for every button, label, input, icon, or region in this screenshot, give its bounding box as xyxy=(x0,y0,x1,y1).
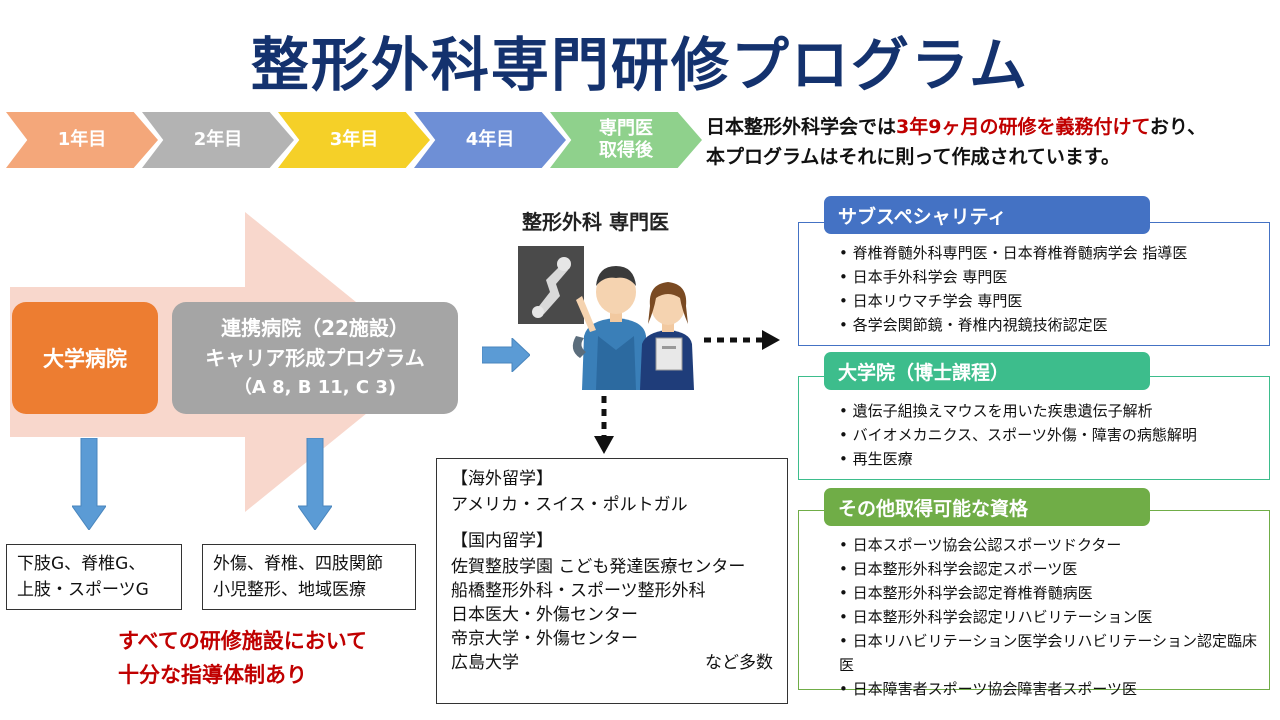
affiliated-hospitals-box: 連携病院（22施設） キャリア形成プログラム （A 8, B 11, C 3) xyxy=(172,302,458,414)
supervision-note: すべての研修施設において 十分な指導体制あり xyxy=(118,624,367,692)
graduate-school-item: 再生医療 xyxy=(839,447,1269,471)
affiliated-line3: （A 8, B 11, C 3) xyxy=(233,377,397,398)
qualification-item: 日本障害者スポーツ協会障害者スポーツ医 xyxy=(839,677,1269,701)
affiliated-fields-line2: 小児整形、地域医療 xyxy=(213,580,366,600)
timeline-year-4: 4年目 xyxy=(414,112,566,168)
timeline-year-3: 3年目 xyxy=(278,112,430,168)
intro-line2: 本プログラムはそれに則って作成されています。 xyxy=(706,146,1121,168)
supervision-note-line2: 十分な指導体制あり xyxy=(118,663,307,687)
domestic-item: 帝京大学・外傷センター xyxy=(451,629,638,649)
domestic-heading: 【国内留学】 xyxy=(451,531,553,551)
intro-highlight: 3年9ヶ月の研修を義務付けて xyxy=(896,116,1150,138)
study-box: 【海外留学】 アメリカ・スイス・ポルトガル 【国内留学】 佐賀整肢学園 こども発… xyxy=(436,458,788,704)
university-fields-line2: 上肢・スポーツG xyxy=(17,580,149,600)
affiliated-fields-box: 外傷、脊椎、四肢関節 小児整形、地域医療 xyxy=(202,544,416,610)
right-arrow-to-specialist xyxy=(482,338,530,372)
intro-text: 日本整形外科学会では3年9ヶ月の研修を義務付けており、 本プログラムはそれに則っ… xyxy=(706,112,1276,172)
qualification-item: 日本整形外科学会認定脊椎脊髄病医 xyxy=(839,581,1269,605)
page-title: 整形外科専門研修プログラム xyxy=(250,31,1030,99)
subspecialty-item: 日本手外科学会 専門医 xyxy=(839,265,1269,289)
graduate-school-box: 遺伝子組換えマウスを用いた疾患遺伝子解析 バイオメカニクス、スポーツ外傷・障害の… xyxy=(798,376,1270,480)
university-fields-box: 下肢G、脊椎G、 上肢・スポーツG xyxy=(6,544,182,610)
domestic-item: 佐賀整肢学園 こども発達医療センター xyxy=(451,557,746,577)
graduate-school-item: バイオメカニクス、スポーツ外傷・障害の病態解明 xyxy=(839,423,1269,447)
overseas-list: アメリカ・スイス・ポルトガル xyxy=(451,495,688,515)
qualification-item: 日本リハビリテーション医学会リハビリテーション認定臨床医 xyxy=(839,629,1269,677)
intro-part2: おり、 xyxy=(1149,116,1207,138)
supervision-note-line1: すべての研修施設において xyxy=(118,629,368,653)
down-arrow-affiliated xyxy=(298,438,332,530)
university-fields-line1: 下肢G、脊椎G、 xyxy=(17,554,146,574)
doctors-illustration xyxy=(518,246,694,390)
qualification-item: 日本整形外科学会認定リハビリテーション医 xyxy=(839,605,1269,629)
timeline-year-2: 2年目 xyxy=(142,112,294,168)
timeline-after-certification: 専門医 取得後 xyxy=(550,112,702,168)
timeline: 1年目 2年目 3年目 4年目 専門医 取得後 xyxy=(6,112,702,168)
specialist-label: 整形外科 専門医 xyxy=(522,210,669,234)
domestic-item: 日本医大・外傷センター xyxy=(451,605,638,625)
etc-label: など多数 xyxy=(705,653,773,673)
qualification-item: 日本スポーツ協会公認スポーツドクター xyxy=(839,533,1269,557)
graduate-school-heading: 大学院（博士課程） xyxy=(824,352,1150,390)
dotted-arrow-right xyxy=(704,330,780,350)
overseas-heading: 【海外留学】 xyxy=(451,469,553,489)
subspecialty-item: 脊椎脊髄外科専門医・日本脊椎脊髄病学会 指導医 xyxy=(839,241,1269,265)
university-hospital-box: 大学病院 xyxy=(12,302,158,414)
domestic-item: 船橋整形外科・スポーツ整形外科 xyxy=(451,581,706,601)
university-hospital-label: 大学病院 xyxy=(43,347,127,371)
affiliated-line1: 連携病院（22施設） xyxy=(221,316,409,340)
qualification-item: 日本整形外科学会認定スポーツ医 xyxy=(839,557,1269,581)
other-qualifications-box: 日本スポーツ協会公認スポーツドクター 日本整形外科学会認定スポーツ医 日本整形外… xyxy=(798,510,1270,698)
timeline-year-1: 1年目 xyxy=(6,112,158,168)
subspecialty-item: 日本リウマチ学会 専門医 xyxy=(839,289,1269,313)
affiliated-fields-line1: 外傷、脊椎、四肢関節 xyxy=(213,554,383,574)
down-arrow-university xyxy=(72,438,106,530)
intro-part1: 日本整形外科学会では xyxy=(706,116,897,138)
subspecialty-heading: サブスペシャリティ xyxy=(824,196,1150,234)
graduate-school-item: 遺伝子組換えマウスを用いた疾患遺伝子解析 xyxy=(839,399,1269,423)
subspecialty-box: 脊椎脊髄外科専門医・日本脊椎脊髄病学会 指導医 日本手外科学会 専門医 日本リウ… xyxy=(798,222,1270,346)
other-qualifications-heading: その他取得可能な資格 xyxy=(824,488,1150,526)
subspecialty-item: 各学会関節鏡・脊椎内視鏡技術認定医 xyxy=(839,313,1269,337)
affiliated-line2: キャリア形成プログラム xyxy=(205,346,425,370)
dotted-arrow-down xyxy=(594,396,614,454)
domestic-item: 広島大学 xyxy=(451,653,519,673)
